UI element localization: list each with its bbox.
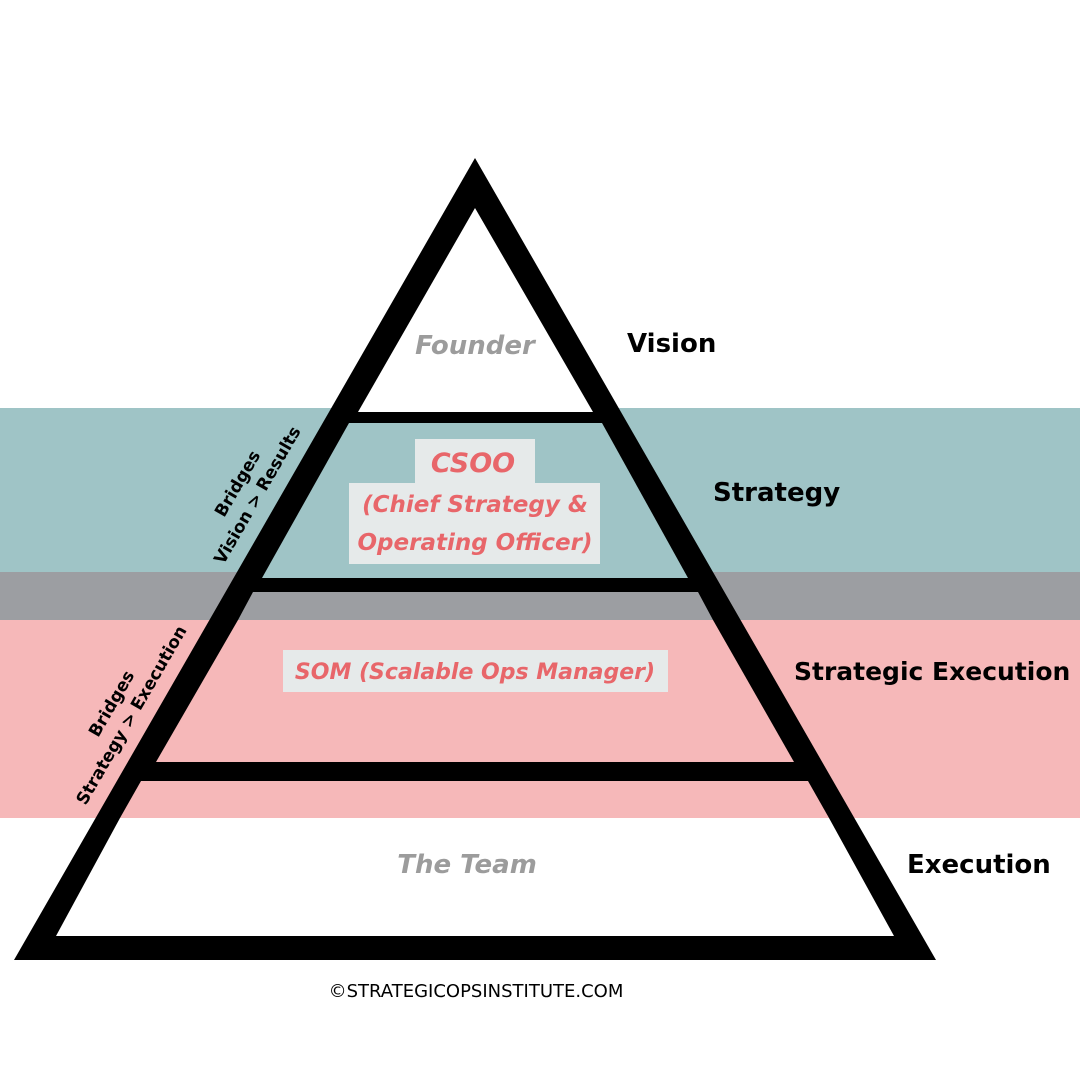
level-strategic-execution: Strategic Execution [794,657,1070,686]
som-label-box [283,650,668,692]
team-label: The Team [397,850,537,880]
tier-strategic-execution-gray [238,592,713,620]
csoo-label: CSOO [431,448,515,479]
level-execution: Execution [907,850,1051,880]
copyright-footer: ©STRATEGICOPSINSTITUTE.COM [329,981,624,1002]
level-vision: Vision [627,329,716,359]
csoo-subtitle-box [349,483,600,564]
level-strategy: Strategy [713,478,840,508]
csoo-subtitle-line2: Operating Officer) [357,530,592,556]
som-label: SOM (Scalable Ops Manager) [295,660,655,685]
tier-team [56,818,894,936]
tier-team-pink [120,781,829,818]
csoo-title-box [415,439,535,485]
founder-label: Founder [415,331,537,361]
tier-founder [358,208,593,412]
csoo-subtitle-line1: (Chief Strategy & [362,492,588,518]
